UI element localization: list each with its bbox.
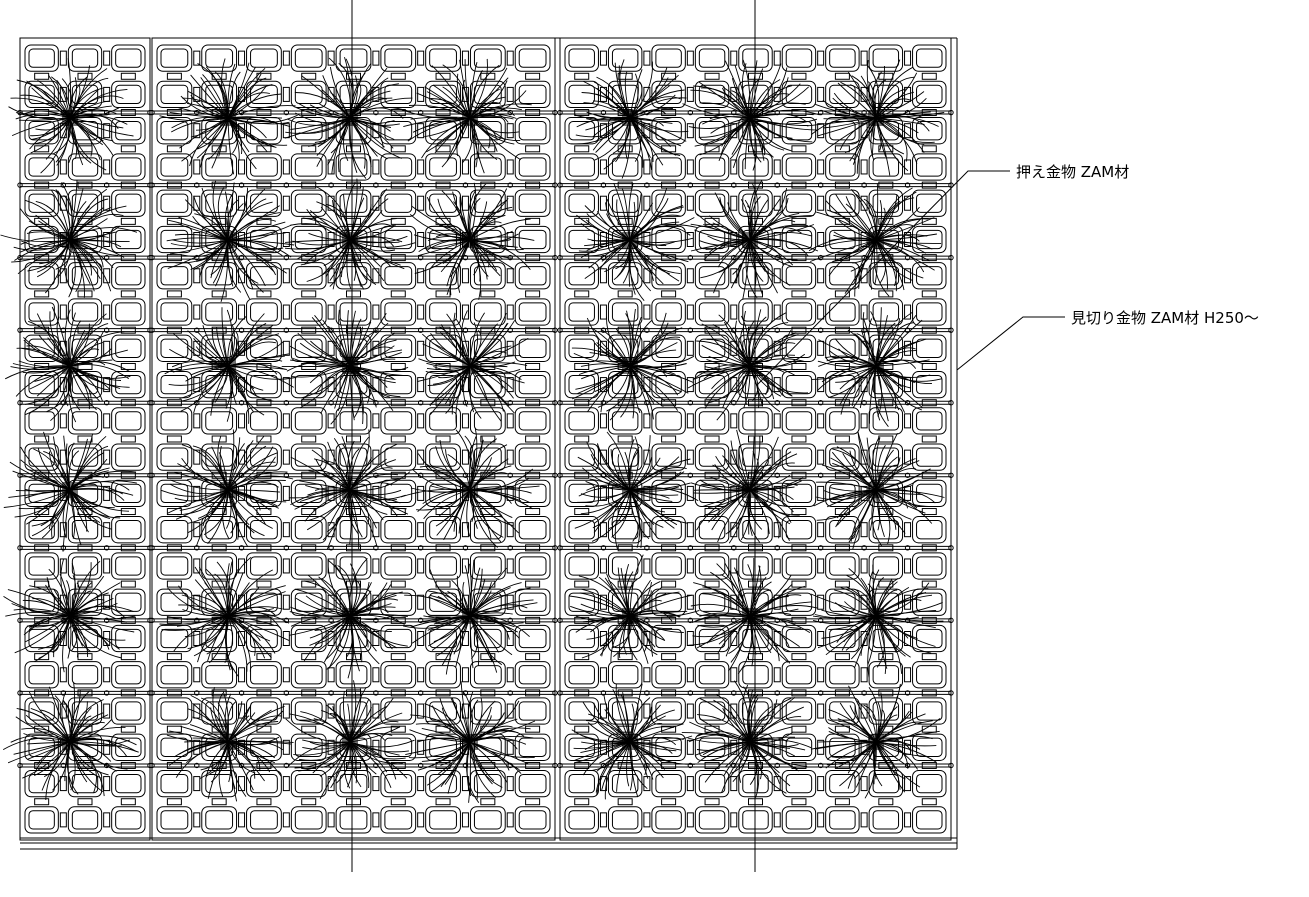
plant-cluster (2, 682, 139, 801)
plant-cluster (810, 564, 944, 678)
plant-cluster (166, 686, 294, 802)
plant-cluster (159, 58, 298, 175)
plant-cluster (281, 309, 409, 425)
plant-cluster (571, 308, 695, 421)
plant-cluster (3, 559, 136, 673)
label-clamp-fitting: 押え金物 ZAM材 (1016, 163, 1129, 181)
plant-cluster (4, 306, 131, 423)
plant-cluster (3, 431, 137, 552)
plant-cluster (687, 309, 809, 421)
plant-cluster (166, 180, 295, 303)
panel-module (17, 37, 153, 841)
plant-cluster (159, 556, 290, 677)
edge-trim-outline (555, 37, 958, 849)
plant-cluster (401, 58, 532, 174)
plant-cluster (571, 683, 696, 800)
panel-modules (17, 37, 954, 841)
plant-cluster (571, 59, 689, 179)
plant-cluster (806, 59, 945, 176)
callout-edge-trim: 見切り金物 ZAM材 H250〜 (956, 309, 1259, 371)
plant-cluster (284, 56, 413, 179)
callout-clamp-fitting: 押え金物 ZAM材 (756, 163, 1129, 386)
plant-cluster (402, 559, 538, 675)
plant-cluster (690, 180, 819, 300)
plant-cluster (808, 183, 942, 297)
plant-cluster (569, 554, 700, 664)
leader-line-edge-trim (956, 316, 1065, 371)
plant-cluster (164, 307, 296, 424)
plant-cluster (813, 431, 945, 550)
plant-cluster (574, 431, 699, 550)
plant-cluster (405, 681, 536, 803)
label-edge-trim: 見切り金物 ZAM材 H250〜 (1071, 309, 1259, 327)
leader-line-clamp (756, 170, 1010, 386)
plant-cluster (288, 429, 411, 550)
plant-cluster (8, 58, 134, 174)
bottom-trim (20, 837, 957, 850)
plant-cluster (688, 557, 819, 674)
panel-module (557, 37, 954, 841)
plant-cluster (285, 680, 415, 800)
plant-cluster (682, 59, 820, 171)
plant-cluster (576, 182, 698, 301)
plant-clusters (0, 56, 945, 803)
plant-cluster (810, 683, 941, 799)
plant-cluster (417, 310, 529, 427)
plant-cluster (161, 429, 294, 548)
plant-cluster (409, 182, 535, 300)
plant-cluster (289, 557, 408, 679)
plant-cluster (284, 178, 416, 290)
plant-cluster (811, 307, 942, 427)
plant-cluster (681, 680, 812, 798)
plant-cluster (400, 427, 540, 548)
plant-cluster (690, 429, 804, 544)
plant-cluster (0, 180, 138, 298)
